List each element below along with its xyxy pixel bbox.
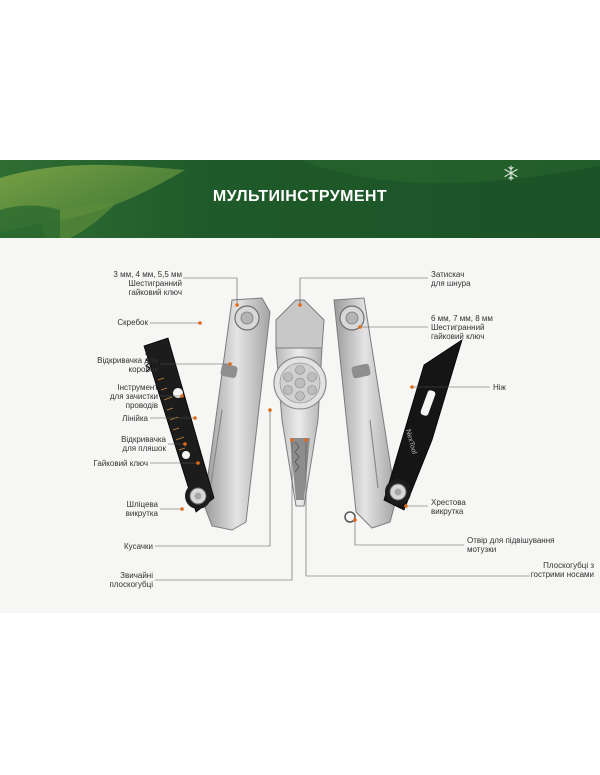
label-needle-nose-pliers: Плоскогубці з гострими носами [530, 561, 594, 579]
label-hex-wrench-small: 3 мм, 4 мм, 5,5 мм Шестигранний гайковий… [113, 270, 182, 297]
left-handle [203, 297, 271, 531]
label-wire-stripper: Інструмент для зачистки проводів [109, 383, 158, 410]
label-bottle-opener: Відкривачка для пляшок [121, 435, 166, 453]
pliers [273, 299, 327, 507]
label-wrench: Гайковий ключ [93, 459, 149, 468]
label-box-opener: Відкривачка для коробок [97, 356, 158, 374]
header-banner [0, 160, 600, 238]
page-title: МУЛЬТИІНСТРУМЕНТ [212, 188, 388, 205]
pivot-screw-bottom-left [185, 483, 211, 509]
label-scraper: Скребок [117, 318, 148, 327]
pivot-screw-bottom-right [385, 479, 411, 505]
snowflake-icon [503, 165, 519, 186]
label-knife: Ніж [493, 383, 506, 392]
label-phillips-screwdriver: Хрестова викрутка [431, 498, 466, 516]
label-regular-pliers: Звичайні плоскогубці [109, 571, 153, 589]
lanyard-ring [344, 511, 356, 523]
label-flat-screwdriver: Шліцева викрутка [125, 500, 158, 518]
label-cutters: Кусачки [124, 542, 153, 551]
pivot-screw-top-left [234, 305, 260, 331]
pivot-screw-top-right [339, 305, 365, 331]
label-ruler: Лінійка [122, 414, 148, 423]
label-lanyard-clip: Затискач для шнура [431, 270, 471, 288]
label-lanyard-hole: Отвір для підвішування мотузки [467, 536, 555, 554]
label-hex-wrench-large: 6 мм, 7 мм, 8 мм Шестигранний гайковий к… [431, 314, 493, 341]
